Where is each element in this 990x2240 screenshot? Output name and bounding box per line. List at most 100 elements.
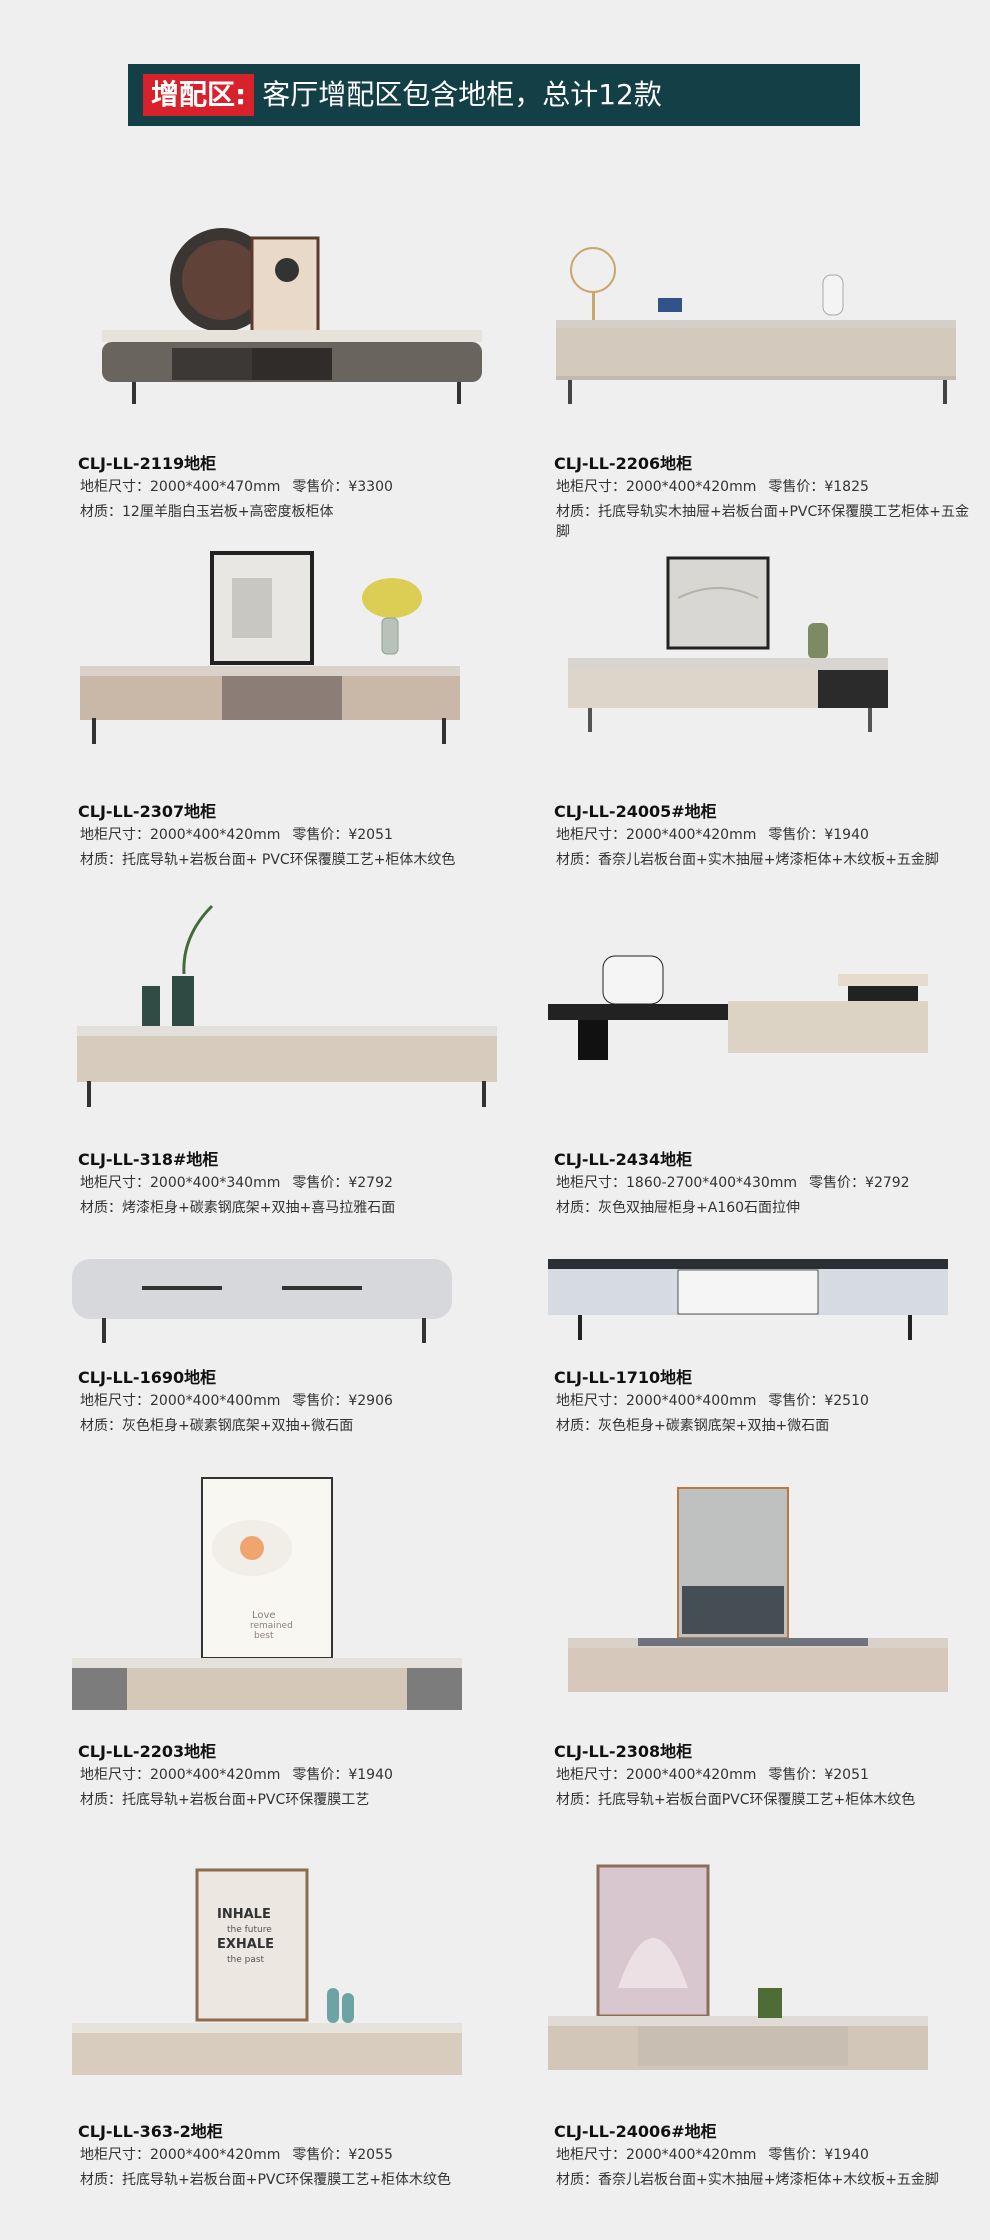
section-title: 客厅增配区包含地柜，总计12款: [262, 78, 662, 111]
size-value: 2000*400*420mm: [150, 1767, 281, 1783]
material-label: 材质：: [556, 1200, 598, 1216]
material-value: 托底导轨+岩板台面PVC环保覆膜工艺+柜体木纹色: [598, 1792, 916, 1808]
size-value: 2000*400*400mm: [150, 1393, 281, 1409]
material-label: 材质：: [80, 504, 122, 520]
price-value: ¥2510: [824, 1393, 869, 1409]
price-value: ¥2906: [348, 1393, 393, 1409]
price-label: 零售价：: [292, 1393, 349, 1409]
size-label: 地柜尺寸：: [80, 479, 150, 495]
size-label: 地柜尺寸：: [80, 1393, 150, 1409]
product-model: CLJ-LL-2119地柜: [78, 454, 217, 473]
size-label: 地柜尺寸：: [556, 1175, 626, 1191]
product-material: 材质：托底导轨+岩板台面PVC环保覆膜工艺+柜体木纹色: [556, 1790, 976, 1810]
material-value: 灰色柜身+碳素钢底架+双抽+微石面: [598, 1418, 830, 1434]
product-image: [72, 876, 512, 1136]
price-value: ¥1825: [824, 479, 869, 495]
price-label: 零售价：: [768, 479, 825, 495]
product-material: 材质：灰色柜身+碳素钢底架+双抽+微石面: [80, 1416, 500, 1436]
product-image: [548, 1468, 988, 1728]
product-model: CLJ-LL-318#地柜: [78, 1150, 219, 1169]
material-value: 香奈儿岩板台面+实木抽屉+烤漆柜体+木纹板+五金脚: [598, 2172, 939, 2188]
size-label: 地柜尺寸：: [80, 2147, 150, 2163]
product-material: 材质：香奈儿岩板台面+实木抽屉+烤漆柜体+木纹板+五金脚: [556, 850, 976, 870]
product-material: 材质：灰色双抽屉柜身+A160石面拉伸: [556, 1198, 976, 1218]
flower-text-1: Love: [252, 1610, 276, 1621]
product-model: CLJ-LL-2307地柜: [78, 802, 217, 821]
product-model: CLJ-LL-2308地柜: [554, 1742, 693, 1761]
size-label: 地柜尺寸：: [556, 1393, 626, 1409]
material-value: 托底导轨+岩板台面+PVC环保覆膜工艺+柜体木纹色: [122, 2172, 451, 2188]
material-value: 12厘羊脂白玉岩板+高密度板柜体: [122, 504, 334, 520]
size-value: 1860-2700*400*430mm: [626, 1175, 798, 1191]
product-material: 材质：香奈儿岩板台面+实木抽屉+烤漆柜体+木纹板+五金脚: [556, 2170, 976, 2190]
size-value: 2000*400*420mm: [626, 2147, 757, 2163]
price-label: 零售价：: [292, 479, 349, 495]
price-label: 零售价：: [768, 827, 825, 843]
price-label: 零售价：: [292, 1767, 349, 1783]
price-value: ¥1940: [824, 2147, 869, 2163]
size-value: 2000*400*420mm: [626, 1767, 757, 1783]
product-card[interactable]: Love remained best CLJ-LL-2203地柜 地柜尺寸：20…: [72, 1468, 512, 1808]
size-label: 地柜尺寸：: [556, 2147, 626, 2163]
product-model: CLJ-LL-363-2地柜: [78, 2122, 223, 2141]
product-image: [72, 1214, 512, 1474]
material-label: 材质：: [556, 852, 598, 868]
product-image: INHALE the future EXHALE the past: [72, 1848, 512, 2108]
product-material: 材质：托底导轨+岩板台面+PVC环保覆膜工艺+柜体木纹色: [80, 2170, 500, 2190]
price-value: ¥2051: [824, 1767, 869, 1783]
price-value: ¥2792: [865, 1175, 910, 1191]
size-value: 2000*400*400mm: [626, 1393, 757, 1409]
product-model: CLJ-LL-24006#地柜: [554, 2122, 717, 2141]
price-value: ¥2051: [348, 827, 393, 843]
product-material: 材质：12厘羊脂白玉岩板+高密度板柜体: [80, 502, 500, 522]
material-label: 材质：: [556, 1418, 598, 1434]
size-label: 地柜尺寸：: [80, 1175, 150, 1191]
product-image: [548, 1214, 988, 1474]
material-label: 材质：: [556, 504, 598, 520]
product-image: Love remained best: [72, 1468, 512, 1728]
size-value: 2000*400*420mm: [626, 827, 757, 843]
size-label: 地柜尺寸：: [556, 479, 626, 495]
section-tag: 增配区:: [143, 74, 255, 116]
product-model: CLJ-LL-2203地柜: [78, 1742, 217, 1761]
product-model: CLJ-LL-24005#地柜: [554, 802, 717, 821]
product-card[interactable]: INHALE the future EXHALE the past CLJ-LL…: [72, 1848, 512, 2188]
material-label: 材质：: [80, 1418, 122, 1434]
price-value: ¥2055: [348, 2147, 393, 2163]
price-value: ¥2792: [348, 1175, 393, 1191]
price-label: 零售价：: [809, 1175, 866, 1191]
product-spec: 地柜尺寸：1860-2700*400*430mm 零售价：¥2792: [556, 1172, 910, 1192]
material-label: 材质：: [556, 1792, 598, 1808]
product-model: CLJ-LL-1710地柜: [554, 1368, 693, 1387]
size-value: 2000*400*470mm: [150, 479, 281, 495]
product-image: [548, 180, 988, 440]
product-image: [72, 528, 512, 788]
product-model: CLJ-LL-2206地柜: [554, 454, 693, 473]
product-material: 材质：灰色柜身+碳素钢底架+双抽+微石面: [556, 1416, 976, 1436]
poster-text-2: the future: [227, 1925, 272, 1935]
price-value: ¥1940: [824, 827, 869, 843]
material-label: 材质：: [80, 2172, 122, 2188]
material-value: 托底导轨+岩板台面+ PVC环保覆膜工艺+柜体木纹色: [122, 852, 456, 868]
size-label: 地柜尺寸：: [80, 827, 150, 843]
material-label: 材质：: [556, 2172, 598, 2188]
material-label: 材质：: [80, 1792, 122, 1808]
size-value: 2000*400*420mm: [150, 2147, 281, 2163]
product-material: 材质：托底导轨+岩板台面+ PVC环保覆膜工艺+柜体木纹色: [80, 850, 500, 870]
